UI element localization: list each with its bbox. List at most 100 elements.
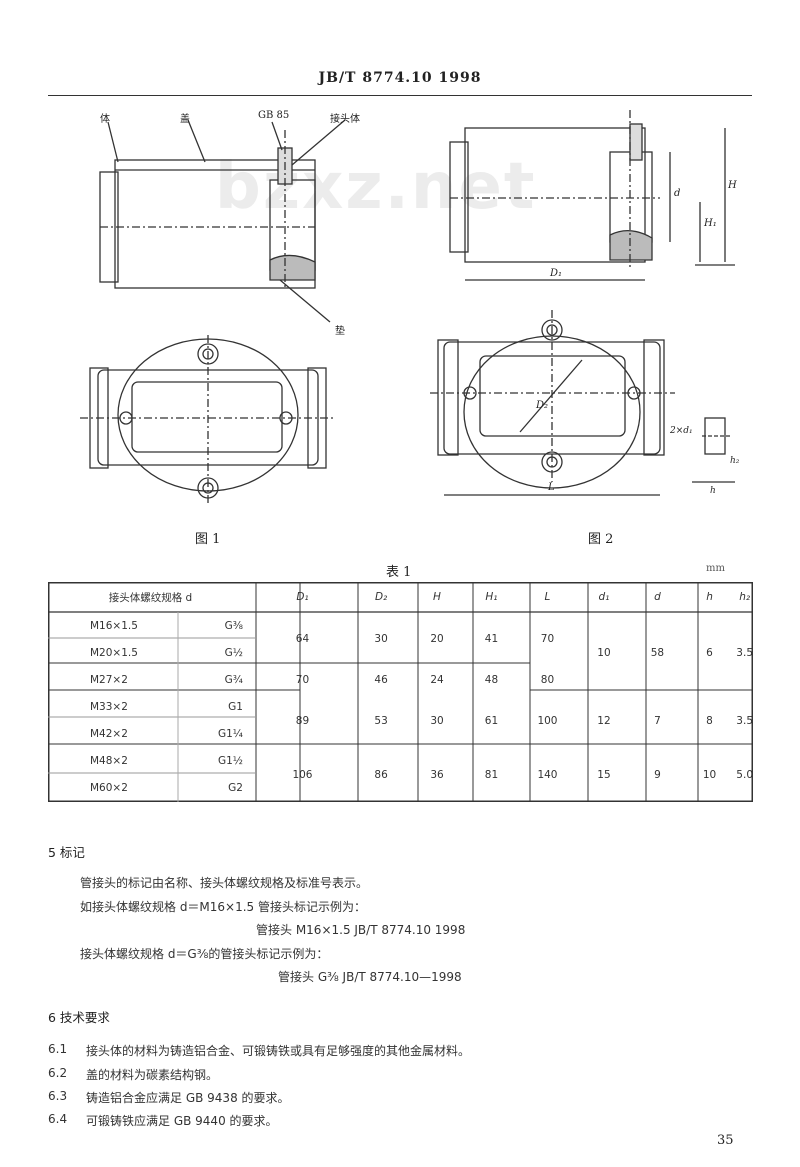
cell-thread-pipe: G¾ — [224, 673, 243, 686]
figure-2: d H₁ H D₁ D₂ L 2×d₁ h₂ h 图 2 — [430, 110, 750, 547]
cell-H: 24 — [430, 673, 444, 686]
table-row: M33×2 G1 89 53 30 61 100 12 7 8 3.5 — [48, 693, 753, 727]
cell-h2: 5.0 — [736, 768, 753, 781]
cell-D2: 30 — [374, 633, 388, 646]
th-h2: h₂ — [739, 591, 751, 603]
figure-2-drawing — [430, 110, 735, 496]
table-row: M60×2 G2 — [48, 775, 753, 802]
table-row: M48×2 G1½ 106 86 36 81 140 15 9 10 5.0 — [48, 748, 753, 781]
header-rule — [48, 95, 752, 96]
cell-thread-metric: M60×2 — [90, 782, 128, 795]
cell-L: 70 — [540, 633, 555, 646]
cell-L: 100 — [537, 714, 558, 727]
dim-h1: H₁ — [704, 218, 717, 229]
cell-d1: 10 — [597, 646, 611, 659]
table-header-row: 接头体螺纹规格 d D₁ D₂ H H₁ L d₁ d h h₂ — [48, 582, 753, 612]
page-number: 35 — [717, 1133, 734, 1148]
section-5-title: 5 标记 — [48, 845, 85, 860]
cell-d: 7 — [654, 714, 661, 727]
dim-2xd1: 2×d₁ — [670, 426, 693, 436]
th-L: L — [544, 591, 551, 603]
table-row: M42×2 G1¼ — [48, 721, 753, 748]
section-6-item-text: 接头体的材料为铸造铝合金、可锻铸铁或具有足够强度的其他金属材料。 — [86, 1044, 471, 1058]
table-row: M20×1.5 G½ — [48, 639, 753, 666]
spec-table: 接头体螺纹规格 d D₁ D₂ H H₁ L d₁ d h h₂ M16×1.5… — [48, 582, 753, 802]
cell-thread-metric: M42×2 — [90, 728, 128, 741]
cell-H: 20 — [430, 633, 444, 646]
section-6-item-text: 铸造铝合金应满足 GB 9438 的要求。 — [86, 1091, 290, 1105]
figure-1-drawing — [80, 119, 346, 505]
cell-L: 140 — [537, 768, 558, 781]
cell-thread-pipe: G2 — [228, 782, 243, 795]
cell-thread-pipe: G⅜ — [224, 619, 243, 632]
dim-l: L — [548, 482, 555, 493]
section-6-item-text: 可锻铸铁应满足 GB 9440 的要求。 — [86, 1114, 278, 1128]
section-5-line: 管接头的标记由名称、接头体螺纹规格及标准号表示。 — [80, 876, 369, 890]
cell-h2: 3.5 — [736, 646, 753, 659]
cell-D1: 106 — [292, 768, 313, 781]
cell-H1: 41 — [484, 633, 499, 646]
cell-thread-metric: M48×2 — [90, 755, 128, 768]
cell-thread-metric: M16×1.5 — [90, 619, 138, 632]
cell-thread-pipe: G1 — [228, 700, 243, 713]
dim-d2: D₂ — [536, 400, 549, 411]
section-6-item-num: 6.1 — [48, 1042, 68, 1056]
th-h: h — [706, 591, 713, 603]
cell-thread-metric: M27×2 — [90, 673, 128, 686]
section-6-item-num: 6.2 — [48, 1066, 68, 1080]
label-gasket: 垫 — [335, 326, 345, 337]
th-d1: d₁ — [598, 591, 610, 603]
section-6-item-text: 盖的材料为碳素结构钢。 — [86, 1068, 219, 1082]
section-5-example: 管接头 G⅜ JB/T 8774.10—1998 — [278, 970, 462, 984]
cell-D2: 53 — [374, 714, 388, 727]
th-D2: D₂ — [374, 591, 388, 603]
cell-h: 10 — [702, 768, 717, 781]
figure-1: 体 盖 GB 85 接头体 垫 图 1 — [60, 110, 360, 547]
cell-D2: 86 — [374, 768, 388, 781]
cell-h2: 3.5 — [736, 714, 753, 727]
th-d: d — [654, 591, 661, 603]
cell-D1: 64 — [295, 633, 310, 646]
section-5-example: 管接头 M16×1.5 JB/T 8774.10 1998 — [256, 923, 466, 937]
cell-H1: 48 — [484, 673, 499, 686]
figure-2-caption: 图 2 — [588, 532, 614, 547]
section-5-line: 接头体螺纹规格 d＝G⅜的管接头标记示例为： — [80, 947, 329, 961]
watermark: bzxz.net — [215, 150, 537, 224]
figure-1-caption: 图 1 — [195, 532, 221, 547]
dim-h-detail: h — [710, 486, 716, 496]
th-thread: 接头体螺纹规格 d — [108, 591, 193, 604]
cell-D2: 46 — [374, 673, 388, 686]
th-H: H — [433, 591, 441, 603]
section-5-line: 如接头体螺纹规格 d＝M16×1.5 管接头标记示例为： — [80, 900, 367, 914]
cell-thread-pipe: G1½ — [217, 755, 243, 768]
label-cover: 盖 — [180, 114, 190, 125]
label-gb85: GB 85 — [258, 110, 290, 121]
dim-h: H — [728, 180, 737, 191]
cell-d1: 12 — [597, 714, 611, 727]
table-row: M16×1.5 G⅜ 64 30 20 41 70 10 58 6 3.5 — [48, 612, 753, 659]
cell-h: 8 — [706, 714, 713, 727]
section-6-item-num: 6.3 — [48, 1089, 68, 1103]
section-6-title: 6 技术要求 — [48, 1010, 110, 1025]
dim-d: d — [674, 188, 681, 199]
cell-L: 80 — [540, 673, 555, 686]
dim-d1-top: D₁ — [550, 268, 563, 279]
cell-H: 36 — [430, 768, 444, 781]
cell-d1: 15 — [597, 768, 611, 781]
cell-thread-metric: M33×2 — [90, 700, 128, 713]
cell-D1: 70 — [295, 673, 310, 686]
dim-h2: h₂ — [730, 456, 740, 466]
cell-d: 58 — [650, 646, 665, 659]
cell-H: 30 — [430, 714, 444, 727]
th-D1: D₁ — [296, 591, 309, 603]
table-unit: mm — [706, 563, 725, 574]
header-title: JB/T 8774.10 1998 — [318, 70, 482, 86]
cell-H1: 61 — [484, 714, 499, 727]
cell-d: 9 — [654, 768, 661, 781]
label-body: 体 — [100, 114, 110, 125]
section-6-item-num: 6.4 — [48, 1112, 68, 1126]
cell-D1: 89 — [295, 714, 310, 727]
cell-thread-metric: M20×1.5 — [90, 646, 138, 659]
th-H1: H₁ — [485, 591, 498, 603]
cell-thread-pipe: G½ — [224, 646, 243, 659]
